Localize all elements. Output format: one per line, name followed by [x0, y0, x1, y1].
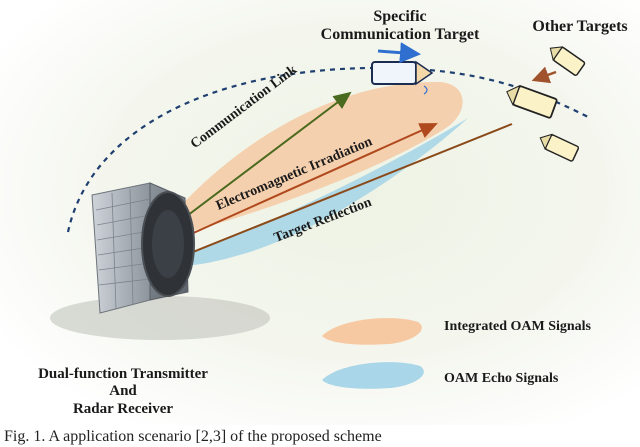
other-targets-label: Other Targets [532, 18, 628, 35]
other-target-2 [506, 84, 558, 119]
figure-caption: Fig. 1. A application scenario [2,3] of … [4, 428, 382, 445]
transmitter-label-line1: Dual-function Transmitter [38, 366, 208, 382]
specific-target-label: Specific Communication Target [300, 8, 500, 45]
em-irradiation-arrow [159, 123, 438, 249]
integrated-oam-beam [150, 81, 463, 242]
other-target-1 [549, 46, 586, 76]
legend-echo-swatch [322, 362, 424, 389]
specific-target-label-line2: Communication Target [320, 26, 480, 44]
legend-integrated-label: Integrated OAM Signals [444, 319, 591, 334]
other-target-3 [539, 133, 580, 162]
specific-target-drone [371, 60, 434, 95]
ground-shadow [50, 296, 270, 340]
transmitter-label-line2: And [109, 383, 137, 400]
transmitter-tower [91, 182, 195, 314]
legend-integrated-swatch [322, 318, 422, 345]
transmitter-label-line3: Radar Receiver [72, 400, 174, 417]
other-target-motion-arrow [531, 66, 557, 84]
specific-target-label-line1: Specific [373, 8, 427, 25]
specific-target-motion-arrow [377, 42, 421, 64]
transmitter-label: Dual-function Transmitter And Radar Rece… [8, 366, 238, 418]
legend-echo-label: OAM Echo Signals [444, 371, 559, 386]
target-reflection-arrow [166, 123, 513, 264]
